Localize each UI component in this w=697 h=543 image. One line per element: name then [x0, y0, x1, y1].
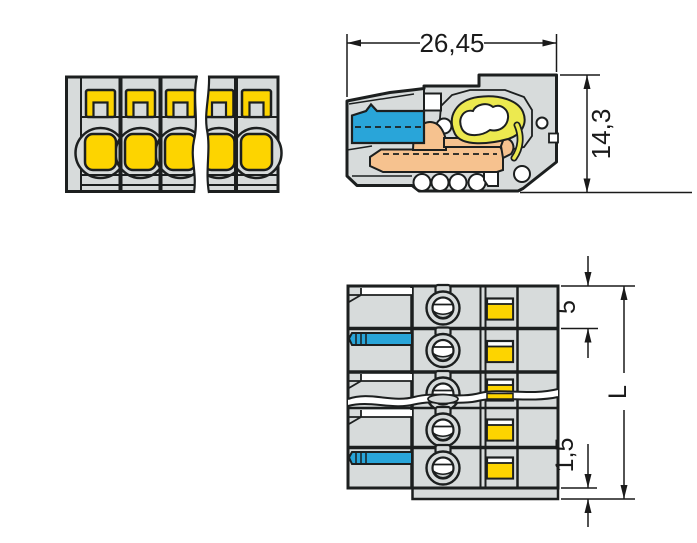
test-button-yellow: [485, 339, 515, 364]
dim-label-height: 14,3: [586, 109, 616, 160]
side-section-view: [345, 73, 559, 193]
arrowhead-top: [583, 75, 591, 89]
wire-clamp-yellow: [123, 132, 158, 172]
test-button-yellow: [485, 418, 515, 442]
arrowhead-left: [347, 39, 361, 47]
lever-slot-yellow: [84, 88, 117, 119]
arrowhead-top: [620, 286, 628, 300]
arrowhead-down: [584, 474, 592, 488]
test-button-yellow: [485, 456, 515, 480]
dim-label-pitch: 5: [553, 300, 581, 314]
arrowhead-up: [584, 328, 592, 343]
wire-clamp-yellow: [239, 132, 274, 172]
front-break-band: [192, 75, 210, 193]
latch-hole: [535, 116, 549, 130]
arrowhead-right: [542, 39, 557, 47]
arrowhead-up: [584, 499, 592, 513]
arrowhead-bottom: [620, 485, 628, 499]
top-view: [346, 283, 560, 501]
dim-14-3: 14,3: [520, 74, 692, 194]
spring-tail: [512, 123, 522, 160]
dim-L: L: [561, 285, 635, 500]
pole-divider-lines: [118, 78, 238, 190]
dim-26-45: 26,45: [346, 28, 558, 97]
dim-1-5: 1,5: [551, 438, 597, 527]
double-column-line: [479, 287, 487, 487]
bottom-foot: [483, 170, 499, 187]
lever-slot-yellow: [124, 88, 157, 119]
row-tab-blue: [348, 451, 413, 465]
foot-hole: [513, 165, 531, 183]
bottom-hole: [430, 173, 450, 192]
end-strip: [411, 486, 560, 501]
housing-detail-lines: [346, 93, 415, 177]
bottom-hole: [467, 173, 487, 192]
spring-window: [459, 103, 510, 137]
break-line: [205, 75, 211, 194]
keyhole-remnant: [427, 393, 459, 405]
label-backing: [613, 373, 635, 410]
arrowhead-down: [584, 272, 592, 286]
dim-label-width: 26,45: [419, 28, 484, 58]
dim-label-length: L: [604, 385, 632, 399]
housing-cavity-square: [423, 92, 442, 112]
dim-label-offset: 1,5: [551, 438, 579, 473]
arrowhead-bottom: [583, 178, 591, 193]
bottom-hole: [448, 173, 468, 192]
coding-element-blue: [350, 102, 426, 145]
break-line: [191, 75, 199, 194]
extension-lines: [520, 74, 692, 194]
lever-slot-yellow: [164, 88, 197, 119]
bottom-hole: [412, 173, 432, 192]
latch-notch: [548, 132, 559, 144]
wire-clamp-yellow: [83, 132, 118, 172]
extension-lines: [561, 285, 635, 500]
row-separators: [349, 326, 557, 450]
lever-slot-yellow: [240, 88, 273, 119]
extension-lines: [346, 34, 558, 97]
test-button-yellow: [485, 297, 515, 321]
wire-clamp-yellow: [163, 132, 198, 172]
button-remnant: [486, 392, 514, 400]
row-tab-blue: [348, 332, 413, 346]
front-view: [65, 75, 283, 194]
dim-5: 5: [553, 256, 598, 358]
